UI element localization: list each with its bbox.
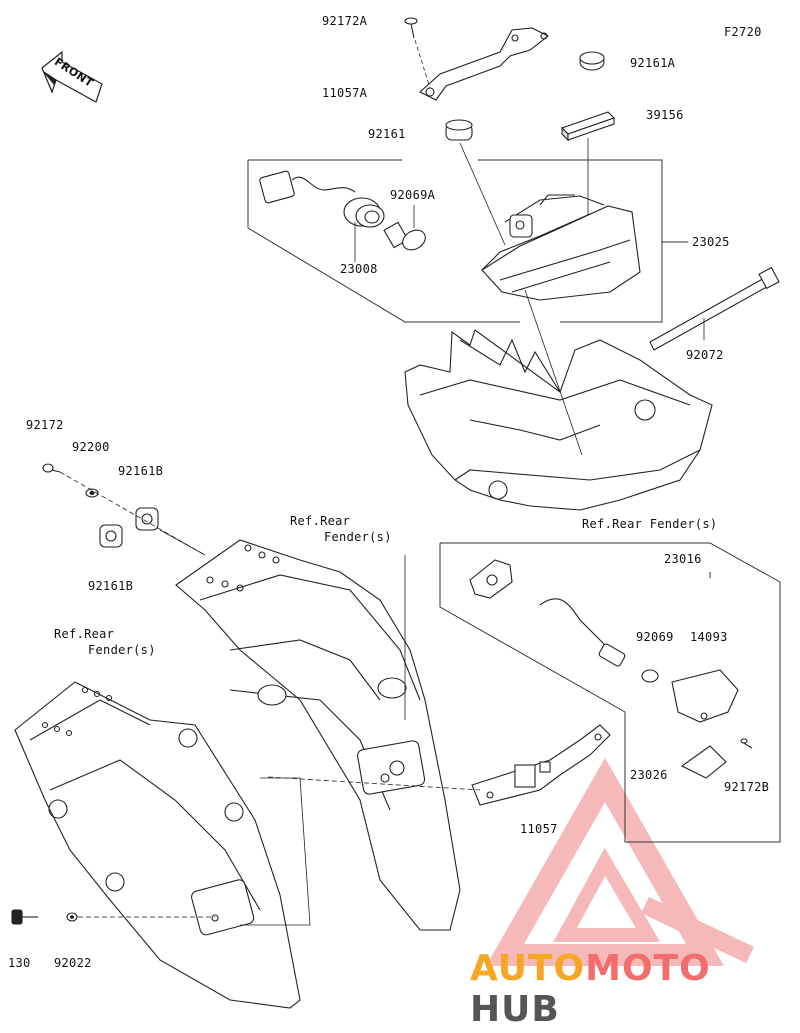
part-label-92172[interactable]: 92172 — [26, 418, 64, 432]
grommet-92161B-upper — [135, 507, 159, 531]
lens-14093 — [671, 669, 739, 723]
socket-23008 — [259, 170, 385, 262]
ref-rear-fender-left-line2: Fender(s) — [88, 643, 156, 657]
screw-92172A — [404, 17, 431, 89]
group-box-23025 — [247, 159, 688, 323]
diagram-code: F2720 — [724, 25, 762, 39]
lower-rear-fender — [14, 681, 311, 1009]
tail-light-assembly — [481, 194, 641, 301]
grommet-92161A — [579, 51, 605, 71]
part-label-23025[interactable]: 23025 — [692, 235, 730, 249]
leader-lines-left — [59, 471, 206, 556]
part-label-92200[interactable]: 92200 — [72, 440, 110, 454]
part-label-23008[interactable]: 23008 — [340, 262, 378, 276]
upper-rear-fender — [404, 289, 713, 511]
bulb-92069 — [641, 669, 659, 683]
part-label-92072[interactable]: 92072 — [686, 348, 724, 362]
part-label-11057A[interactable]: 11057A — [322, 86, 368, 100]
part-label-92069A[interactable]: 92069A — [390, 188, 436, 202]
middle-rear-fender — [175, 539, 461, 931]
part-label-92161A[interactable]: 92161A — [630, 56, 676, 70]
bolt-130 — [11, 909, 38, 925]
ref-rear-fender-mid-line2: Fender(s) — [324, 530, 392, 544]
part-label-23026[interactable]: 23026 — [630, 768, 668, 782]
part-label-11057[interactable]: 11057 — [520, 822, 558, 836]
grommet-92161B-lower — [99, 524, 123, 548]
watermark-auto: AUTO — [470, 948, 586, 989]
license-light-harness — [469, 559, 626, 667]
ref-rear-fender-left-line1: Ref.Rear — [54, 627, 115, 641]
part-label-92172B[interactable]: 92172B — [724, 780, 770, 794]
part-label-92161B-lower[interactable]: 92161B — [88, 579, 134, 593]
group-box-23016 — [439, 542, 781, 843]
watermark-text: AUTOMOTO HUB — [470, 948, 800, 1030]
part-label-92161[interactable]: 92161 — [368, 127, 406, 141]
watermark-moto: MOTO — [585, 948, 711, 989]
part-label-92172A[interactable]: 92172A — [322, 14, 368, 28]
grommet-92161 — [445, 119, 506, 246]
part-label-92161B-upper[interactable]: 92161B — [118, 464, 164, 478]
bracket-11057A — [419, 27, 550, 101]
bulb-92069A — [383, 205, 426, 251]
ref-rear-fender-upper: Ref.Rear Fender(s) — [582, 517, 718, 531]
part-label-14093[interactable]: 14093 — [690, 630, 728, 644]
pad-39156 — [560, 111, 616, 240]
screw-92172 — [42, 463, 61, 473]
part-label-92022[interactable]: 92022 — [54, 956, 92, 970]
cover-23026 — [680, 745, 727, 779]
screw-92172B — [740, 738, 753, 749]
washer-92200 — [85, 488, 99, 498]
watermark-hub: HUB — [470, 989, 560, 1030]
part-label-39156[interactable]: 39156 — [646, 108, 684, 122]
ref-rear-fender-mid-line1: Ref.Rear — [290, 514, 351, 528]
license-bracket-11057 — [267, 724, 611, 806]
front-arrow-icon — [41, 50, 103, 103]
part-label-23016[interactable]: 23016 — [664, 552, 702, 566]
cable-tie-92072 — [649, 266, 780, 351]
watermark-logo — [486, 757, 754, 966]
washer-92022 — [66, 912, 78, 922]
part-label-130[interactable]: 130 — [8, 956, 31, 970]
part-label-92069[interactable]: 92069 — [636, 630, 674, 644]
